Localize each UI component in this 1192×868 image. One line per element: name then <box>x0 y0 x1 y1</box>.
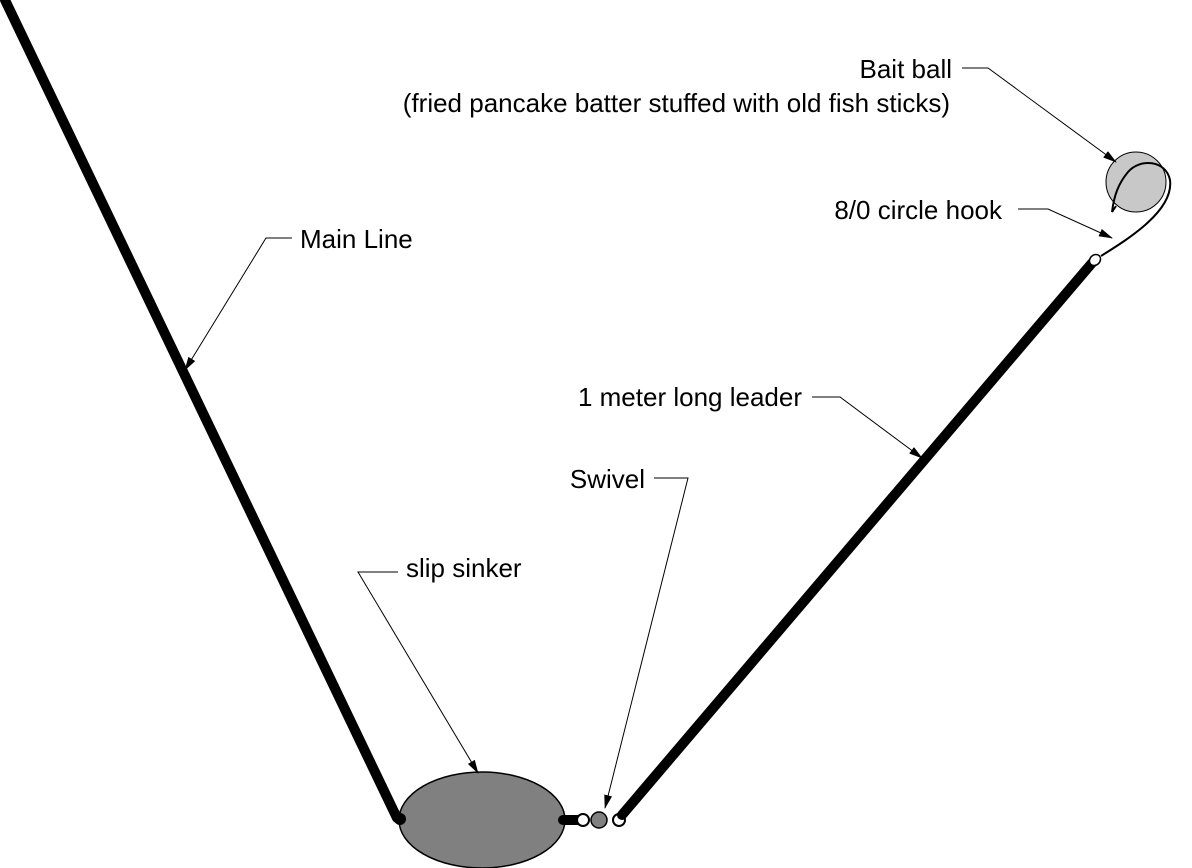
hook-eye <box>1088 253 1102 267</box>
swivel-bead <box>590 811 608 829</box>
sinker-callout <box>357 571 479 774</box>
circle-hook-point <box>1111 205 1117 213</box>
slip-sinker <box>398 771 566 868</box>
hook-callout <box>1018 208 1113 239</box>
bait-ball <box>1105 151 1167 213</box>
swivel-ring-left <box>576 813 590 827</box>
circle-hook <box>1100 161 1172 257</box>
bait-ball-description: (fried pancake batter stuffed with old f… <box>403 88 950 118</box>
main-line-label: Main Line <box>300 224 413 254</box>
leader-callout <box>812 396 923 459</box>
bait-ball-title: Bait ball <box>860 54 953 84</box>
main-line-callout <box>184 237 292 371</box>
swivel-label: Swivel <box>570 464 645 494</box>
hook-label: 8/0 circle hook <box>834 195 1003 225</box>
swivel-callout <box>604 477 689 809</box>
main-line <box>0 0 402 823</box>
swivel <box>576 811 626 829</box>
leader-line <box>617 258 1097 820</box>
main-line-knot <box>394 813 406 825</box>
sinker-label: slip sinker <box>406 553 522 583</box>
leader-label: 1 meter long leader <box>578 382 802 412</box>
bait-ball-callout <box>962 67 1117 163</box>
